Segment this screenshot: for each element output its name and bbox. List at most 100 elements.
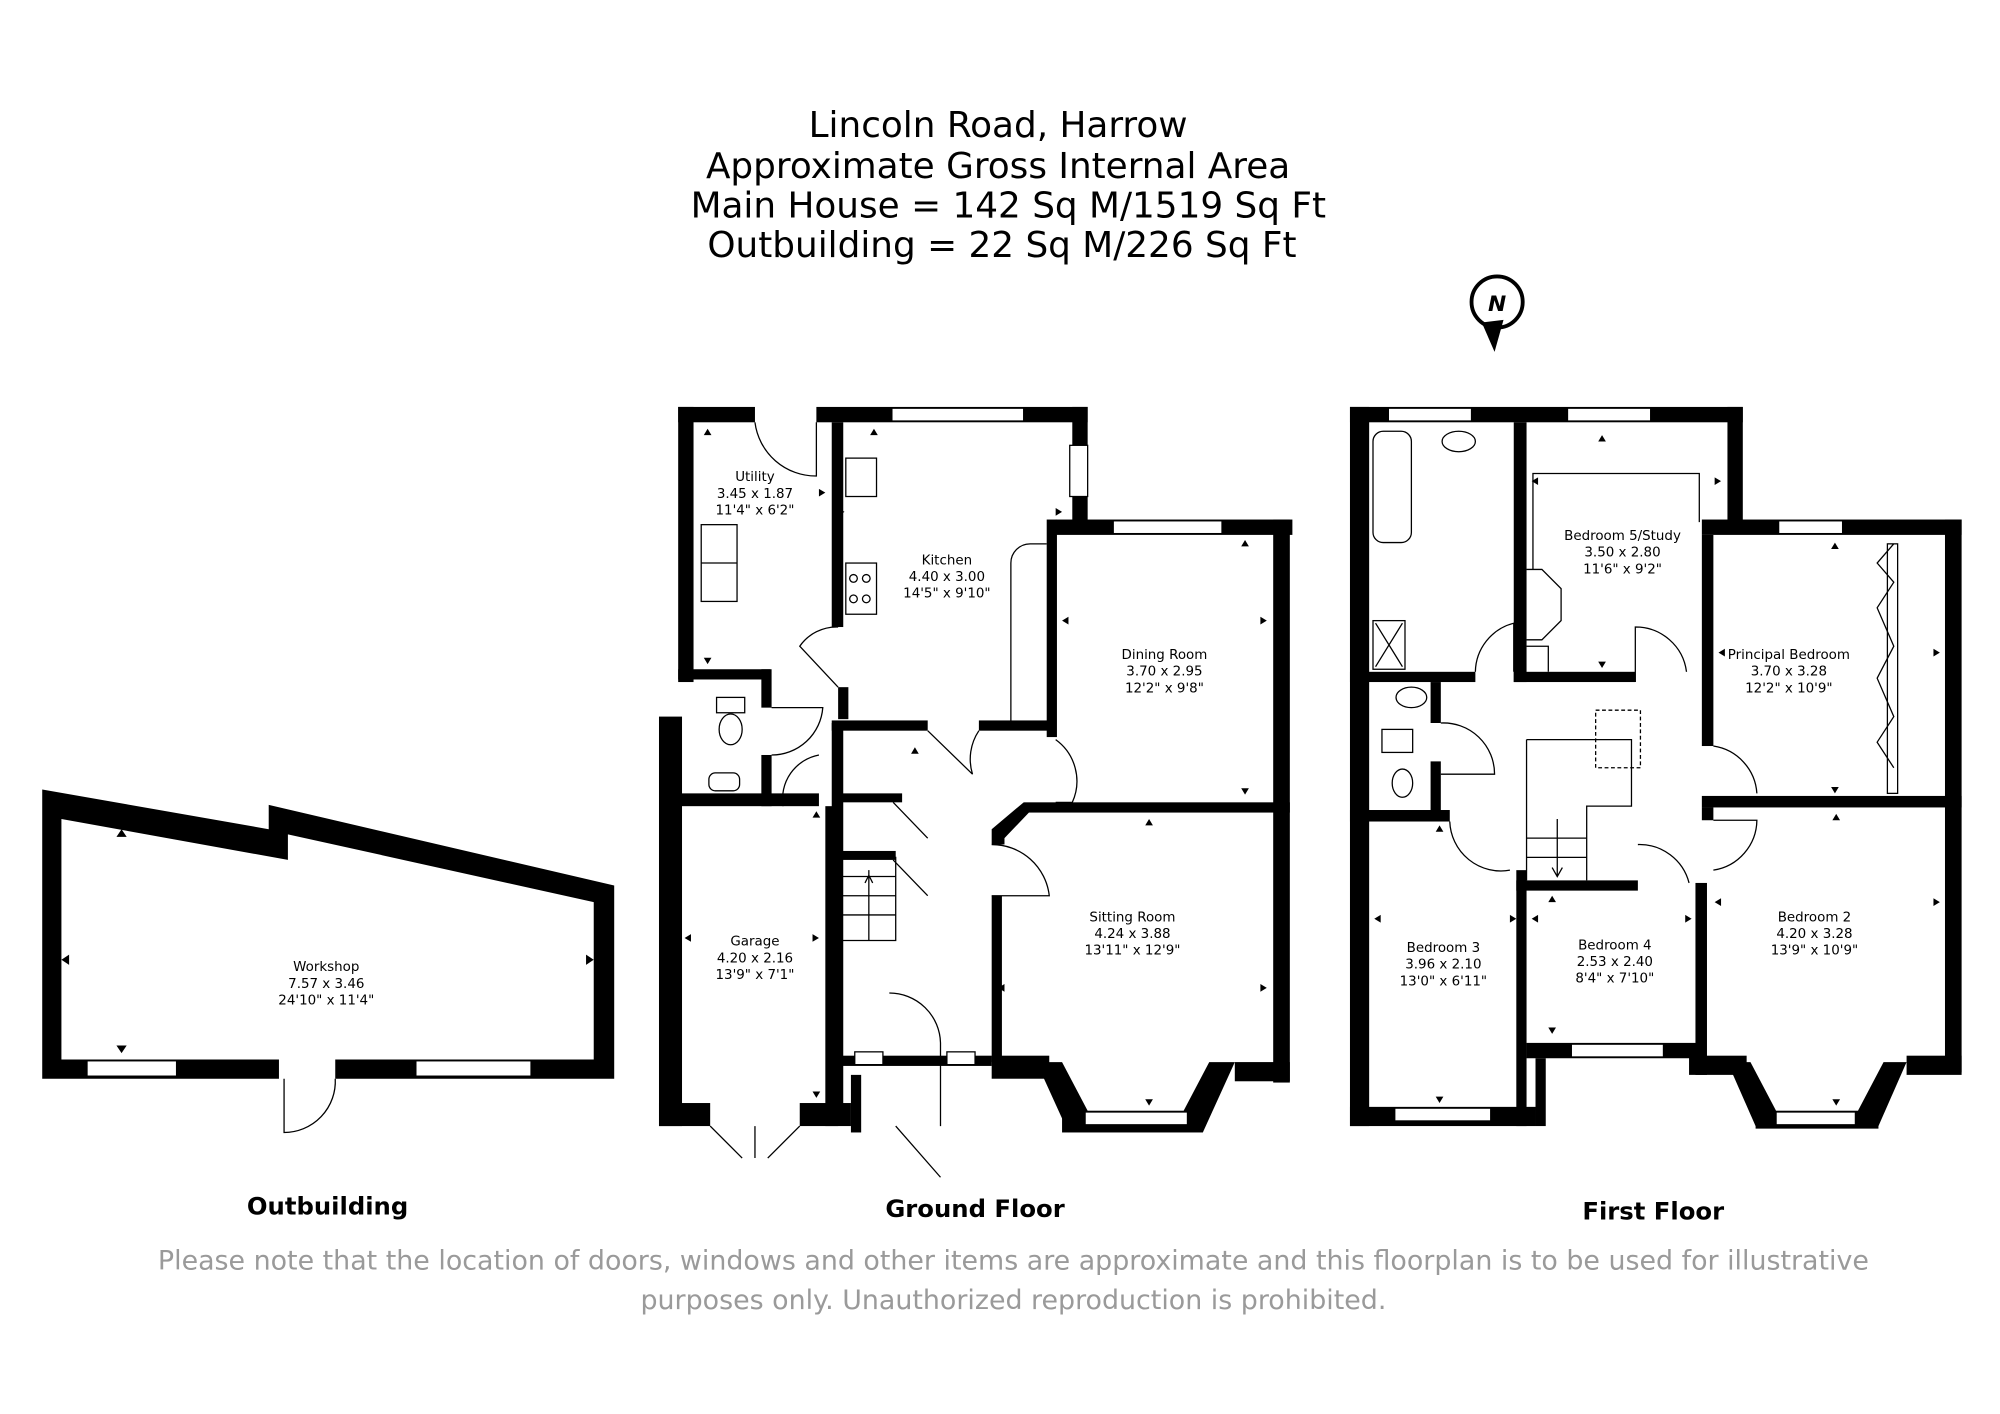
door (283, 1078, 336, 1134)
front-door (889, 992, 942, 1178)
cupboard (1526, 568, 1562, 672)
burner (861, 594, 871, 604)
wall (838, 687, 849, 720)
walls (658, 406, 1293, 1133)
room-imperial: 8'4" x 7'10" (1575, 972, 1654, 987)
room-labels: Utility 3.45 x 1.87 11'4" x 6'2" Kitchen… (716, 470, 1208, 983)
door (781, 754, 820, 807)
wall (1701, 807, 1714, 821)
wall (1349, 406, 1370, 1127)
wall (831, 722, 844, 1107)
room-metric: 4.20 x 3.28 (1776, 927, 1852, 942)
burner (861, 573, 871, 583)
wall (1273, 519, 1290, 1083)
first-floor-plan: Bedroom 5/Study 3.50 x 2.80 11'6" x 9'2"… (1349, 406, 1962, 1225)
address-title: Lincoln Road, Harrow (809, 105, 1188, 146)
door (991, 843, 1050, 897)
shower-tray-lines (1375, 622, 1403, 668)
wall (761, 754, 772, 807)
room-name: Utility (735, 470, 775, 485)
wall (1430, 761, 1441, 819)
room-imperial: 13'9" x 10'9" (1771, 944, 1858, 959)
area-subtitle: Approximate Gross Internal Area (706, 146, 1290, 187)
stairs (1525, 738, 1633, 881)
wall (678, 406, 694, 683)
room-name: Principal Bedroom (1728, 648, 1850, 663)
window (1394, 1107, 1492, 1122)
window (86, 1060, 178, 1077)
disclaimer-line-2: purposes only. Unauthorized reproduction… (640, 1285, 1386, 1316)
burner (849, 573, 858, 583)
window (854, 1051, 884, 1066)
wall (1727, 406, 1743, 529)
wall (1701, 795, 1962, 808)
room-imperial: 13'11" x 12'9" (1084, 944, 1180, 959)
room-metric: 3.45 x 1.87 (717, 487, 793, 502)
disclaimer-line-1: Please note that the location of doors, … (158, 1245, 1869, 1276)
garage-doors (709, 1125, 801, 1159)
wall (1906, 1055, 1962, 1075)
room-name: Bedroom 2 (1778, 910, 1852, 925)
outbuilding-plan: Workshop 7.57 x 3.46 24'10" x 11'4" Outb… (42, 789, 615, 1220)
door (1713, 819, 1758, 871)
window (1084, 1111, 1189, 1126)
kitchen-counter (1010, 543, 1047, 723)
window (1777, 520, 1844, 535)
loft-hatch (1595, 709, 1642, 769)
windows (854, 407, 1223, 1126)
wall (991, 802, 1032, 845)
room-metric: 4.40 x 3.00 (909, 570, 985, 585)
room-name: Bedroom 3 (1407, 941, 1481, 956)
hob-icon (845, 562, 878, 615)
wall (799, 1103, 851, 1127)
wall (42, 789, 615, 1079)
wall (658, 1103, 711, 1127)
walls (1349, 406, 1962, 1129)
door (1449, 821, 1511, 872)
wall (678, 669, 771, 680)
wall (1234, 1062, 1290, 1082)
bulkhead (1532, 472, 1700, 570)
door (798, 626, 839, 688)
header: Lincoln Road, Harrow Approximate Gross I… (691, 105, 1326, 266)
door (771, 707, 824, 756)
shower-icon (1372, 619, 1406, 670)
window (1775, 1111, 1857, 1126)
room-name: Workshop (293, 960, 359, 975)
wall (678, 793, 819, 807)
door (927, 730, 980, 775)
door (1055, 739, 1078, 803)
room-name: Bedroom 4 (1578, 938, 1652, 953)
window (415, 1060, 532, 1077)
room-metric: 3.96 x 2.10 (1405, 958, 1481, 973)
door (1637, 843, 1690, 884)
toilet-icon (1391, 768, 1414, 798)
room-imperial: 14'5" x 9'10" (903, 587, 990, 602)
cistern (715, 696, 746, 714)
wall (1695, 882, 1707, 1075)
wall (991, 1055, 1050, 1079)
wall (838, 793, 903, 803)
room-metric: 3.70 x 3.28 (1751, 665, 1827, 680)
north-arrow-icon: N (1469, 274, 1525, 352)
basin-icon (1395, 686, 1428, 709)
wall (831, 720, 928, 731)
wall (838, 1055, 992, 1066)
door (754, 422, 818, 477)
room-imperial: 13'0" x 6'11" (1400, 974, 1487, 989)
wall (850, 1074, 862, 1133)
window (1069, 444, 1089, 498)
wall (1516, 870, 1527, 1127)
basin-icon (708, 772, 741, 792)
room-metric: 3.50 x 2.80 (1584, 546, 1660, 561)
north-label: N (1488, 292, 1506, 317)
cupboard-doors (892, 801, 929, 897)
room-name: Kitchen (922, 553, 972, 568)
bath-icon (1372, 430, 1413, 544)
room-imperial: 11'6" x 9'2" (1583, 562, 1662, 577)
ground-floor-plan: Utility 3.45 x 1.87 11'4" x 6'2" Kitchen… (658, 406, 1293, 1223)
wardrobe-doors (1876, 543, 1895, 769)
room-metric: 2.53 x 2.40 (1577, 955, 1653, 970)
window (1112, 520, 1223, 535)
